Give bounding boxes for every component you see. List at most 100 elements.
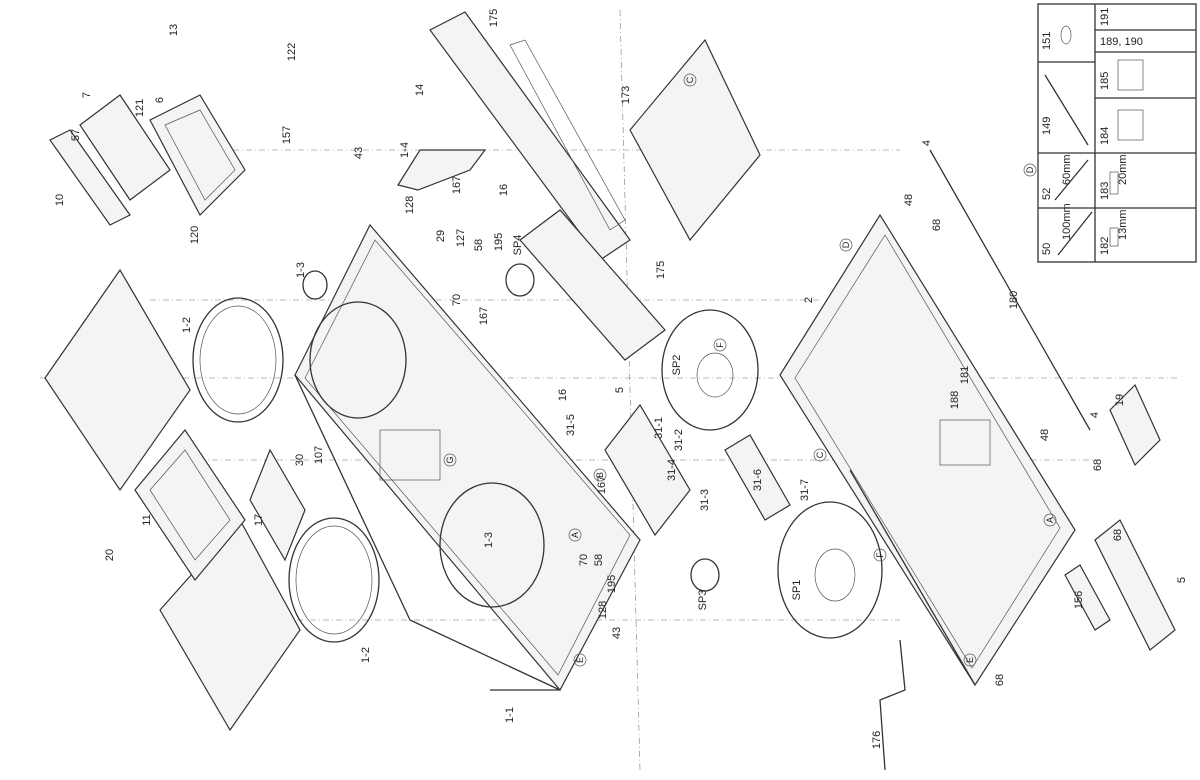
rod-180 xyxy=(929,149,1091,431)
top-panel-16 xyxy=(429,11,666,361)
part-number-label: 181 xyxy=(959,366,971,384)
inset-part-number: 185 xyxy=(1099,72,1111,90)
inset-part-size: 100mm xyxy=(1061,203,1073,240)
reference-mark-letter: A xyxy=(570,532,580,538)
part-number-label: 167 xyxy=(596,476,608,494)
part-number-label: 16 xyxy=(557,389,569,401)
accessory-parts-inset xyxy=(1037,3,1197,263)
part-number-label: 173 xyxy=(620,86,632,104)
reference-mark-circle xyxy=(873,548,887,562)
part-number-label: 31-6 xyxy=(752,469,764,491)
reference-mark-letter: A xyxy=(1045,517,1055,523)
part-number-label: 1-1 xyxy=(504,707,516,723)
reference-mark-circle xyxy=(839,238,853,252)
part-number-label: 43 xyxy=(353,147,365,159)
part-number-label: 68 xyxy=(931,219,943,231)
reference-mark-letter: D xyxy=(841,241,851,248)
reference-mark-letter: F xyxy=(875,552,885,558)
part-number-label: 30 xyxy=(294,454,306,466)
reference-mark-letter: C xyxy=(685,76,695,83)
antenna-176 xyxy=(879,639,906,771)
part-number-label: 17 xyxy=(253,514,265,526)
part-number-label: SP3 xyxy=(697,590,709,611)
part-number-label: 1-2 xyxy=(360,647,372,663)
part-number-label: 68 xyxy=(1112,529,1124,541)
part-number-label: 122 xyxy=(286,43,298,61)
reference-mark-letter: E xyxy=(575,657,585,663)
part-number-label: 167 xyxy=(478,307,490,325)
part-number-label: 175 xyxy=(488,9,500,27)
part-number-label: 167 xyxy=(451,176,463,194)
inset-part-number: 52 xyxy=(1041,188,1053,200)
part-number-label: 1-3 xyxy=(295,262,307,278)
inset-part-number: 151 xyxy=(1041,32,1053,50)
part-number-label: 156 xyxy=(1073,591,1085,609)
part-number-label: 107 xyxy=(313,446,325,464)
part-number-label: 120 xyxy=(189,226,201,244)
reference-mark-circle xyxy=(1043,513,1057,527)
inset-part-number: 50 xyxy=(1041,243,1053,255)
reference-mark-circle xyxy=(568,528,582,542)
part-number-label: 175 xyxy=(655,261,667,279)
reference-mark-letter: B xyxy=(595,472,605,478)
speaker-sp3 xyxy=(690,558,720,592)
part-number-label: 19 xyxy=(1114,394,1126,406)
inset-part-size: 60mm xyxy=(1061,154,1073,185)
battery-cover-19 xyxy=(1109,383,1161,467)
speaker-grille-ring-1-2 xyxy=(192,297,380,643)
part-number-label: 1-4 xyxy=(399,142,411,158)
part-number-label: 128 xyxy=(404,196,416,214)
part-number-label: 121 xyxy=(134,99,146,117)
part-number-label: 58 xyxy=(593,554,605,566)
reference-mark-letter: C xyxy=(815,451,825,458)
part-number-label: 31-1 xyxy=(653,417,665,439)
inset-part-number: 182 xyxy=(1099,237,1111,255)
part-number-label: 70 xyxy=(578,554,590,566)
part-number-label: 6 xyxy=(154,97,166,103)
inset-part-number: 191 xyxy=(1099,8,1111,26)
part-number-label: 11 xyxy=(141,514,153,525)
inset-part-number: 149 xyxy=(1041,117,1053,135)
speaker-sp1 xyxy=(777,501,883,639)
part-number-label: 128 xyxy=(597,601,609,619)
part-number-label: 68 xyxy=(1092,459,1104,471)
panel-17 xyxy=(249,448,306,562)
part-number-label: 195 xyxy=(606,575,618,593)
part-number-label: 68 xyxy=(994,674,1006,686)
part-number-label: SP1 xyxy=(791,580,803,601)
part-number-label: 5 xyxy=(614,387,626,393)
reference-mark-circle xyxy=(963,653,977,667)
part-number-label: 31-5 xyxy=(565,414,577,436)
speaker-sp4 xyxy=(505,263,535,297)
part-number-label: 127 xyxy=(455,229,467,247)
part-number-label: 43 xyxy=(611,627,623,639)
reference-mark-letter: D xyxy=(1025,166,1035,173)
part-number-label: 48 xyxy=(903,194,915,206)
part-number-label: 10 xyxy=(54,194,66,206)
part-number-label: 20 xyxy=(104,549,116,561)
part-number-label: 195 xyxy=(493,233,505,251)
inset-part-number: 184 xyxy=(1099,127,1111,145)
reference-mark-circle xyxy=(573,653,587,667)
part-number-label: 70 xyxy=(451,294,463,306)
speaker-1-3 xyxy=(302,270,328,300)
part-number-label: 4 xyxy=(1089,412,1101,418)
part-number-label: 14 xyxy=(414,84,426,96)
handle-1-4 xyxy=(397,149,487,191)
reference-mark-circle xyxy=(593,468,607,482)
cassette-door-assembly xyxy=(49,94,246,226)
part-number-label: 29 xyxy=(435,230,447,242)
part-number-label: 180 xyxy=(1008,291,1020,309)
reference-mark-letter: G xyxy=(445,456,455,463)
inset-part-number: 183 xyxy=(1099,182,1111,200)
part-number-label: 1-3 xyxy=(483,532,495,548)
inset-part-size: 13mm xyxy=(1117,209,1129,240)
front-cabinet-1-1 xyxy=(294,223,641,692)
circuit-board-173 xyxy=(629,38,761,242)
part-number-label: 176 xyxy=(871,731,883,749)
reference-mark-letter: F xyxy=(715,342,725,348)
reference-mark-circle xyxy=(813,448,827,462)
part-number-label: 16 xyxy=(498,184,510,196)
switch-assembly-31 xyxy=(604,403,791,537)
